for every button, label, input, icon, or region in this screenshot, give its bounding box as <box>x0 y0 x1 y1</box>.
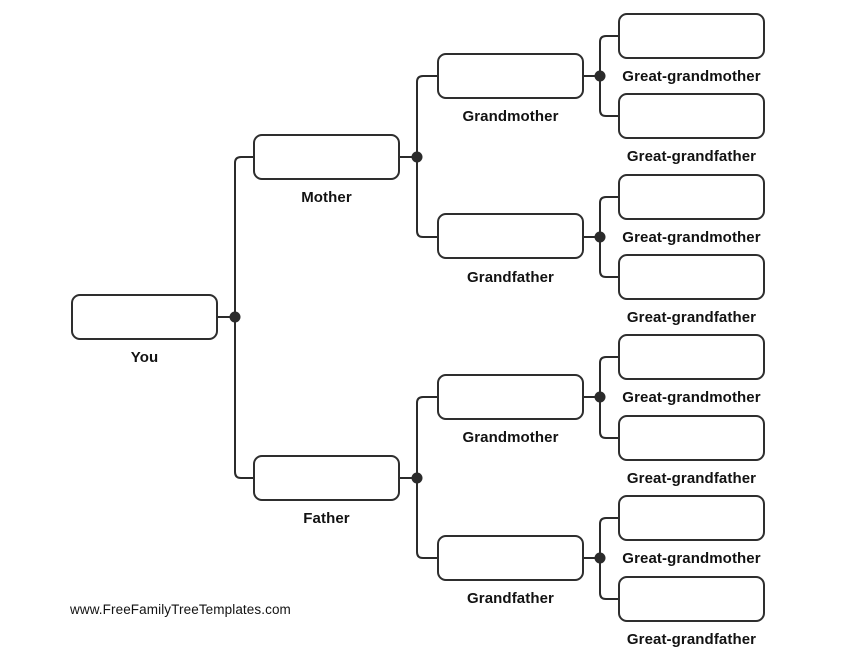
great-grandmother-3-label: Great-grandmother <box>622 389 761 406</box>
great-grandfather-3-label: Great-grandfather <box>626 470 757 487</box>
maternal-grandmother-label: Grandmother <box>462 108 559 125</box>
great-grandfather-1-name-box[interactable] <box>618 93 765 139</box>
great-grandmother-1-label: Great-grandmother <box>622 68 761 85</box>
website-watermark: www.FreeFamilyTreeTemplates.com <box>70 602 291 617</box>
you-name-box[interactable] <box>71 294 218 340</box>
father-label: Father <box>303 510 350 527</box>
great-grandfather-4-name-box[interactable] <box>618 576 765 622</box>
great-grandfather-3-name-box[interactable] <box>618 415 765 461</box>
junction-dot-paternal-grandmother <box>594 391 606 403</box>
you-label: You <box>130 349 159 366</box>
father-name-box[interactable] <box>253 455 400 501</box>
great-grandmother-1-name-box[interactable] <box>618 13 765 59</box>
great-grandmother-3-name-box[interactable] <box>618 334 765 380</box>
great-grandmother-4-name-box[interactable] <box>618 495 765 541</box>
great-grandfather-2-label: Great-grandfather <box>626 309 757 326</box>
great-grandfather-2-name-box[interactable] <box>618 254 765 300</box>
paternal-grandfather-label: Grandfather <box>467 590 554 607</box>
junction-dot-you <box>229 311 241 323</box>
great-grandfather-1-label: Great-grandfather <box>626 148 757 165</box>
great-grandmother-4-label: Great-grandmother <box>622 550 761 567</box>
junction-dot-mother <box>411 151 423 163</box>
great-grandmother-2-name-box[interactable] <box>618 174 765 220</box>
paternal-grandmother-label: Grandmother <box>462 429 559 446</box>
junction-dot-maternal-grandfather <box>594 231 606 243</box>
great-grandfather-4-label: Great-grandfather <box>626 631 757 648</box>
mother-name-box[interactable] <box>253 134 400 180</box>
maternal-grandfather-label: Grandfather <box>467 269 554 286</box>
great-grandmother-2-label: Great-grandmother <box>622 229 761 246</box>
mother-label: Mother <box>301 189 352 206</box>
paternal-grandmother-name-box[interactable] <box>437 374 584 420</box>
paternal-grandfather-name-box[interactable] <box>437 535 584 581</box>
maternal-grandfather-name-box[interactable] <box>437 213 584 259</box>
maternal-grandmother-name-box[interactable] <box>437 53 584 99</box>
junction-dot-maternal-grandmother <box>594 70 606 82</box>
junction-dot-father <box>411 472 423 484</box>
junction-dot-paternal-grandfather <box>594 552 606 564</box>
